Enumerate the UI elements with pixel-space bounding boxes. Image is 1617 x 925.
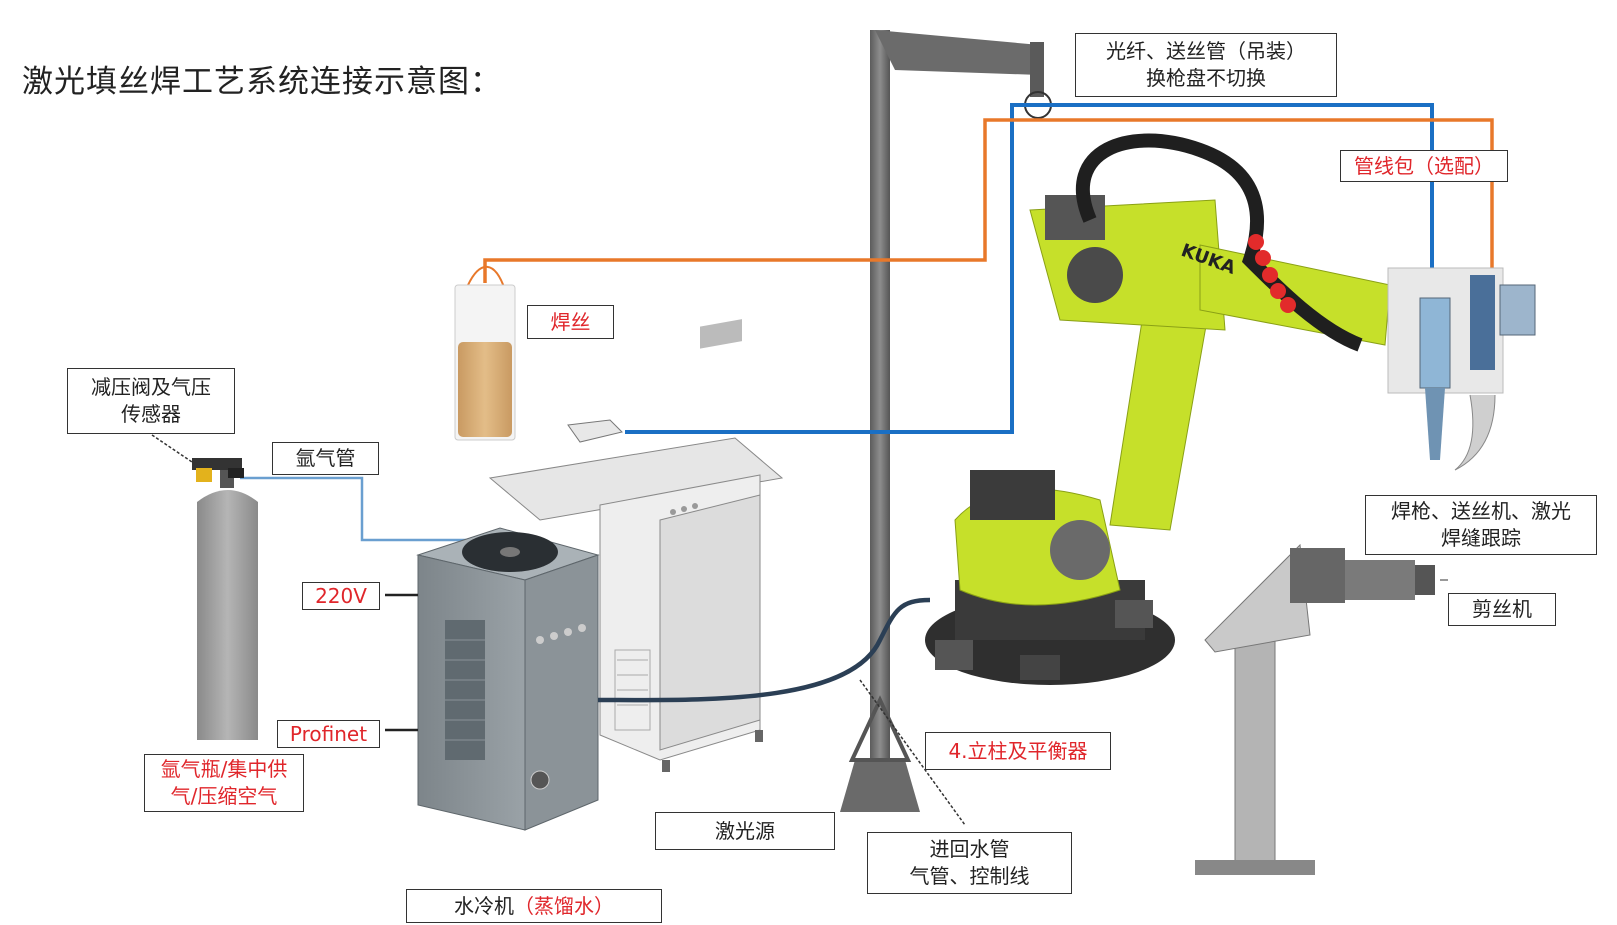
- wire-feed-line: [483, 118, 1494, 290]
- cable-pack-note: （选配）: [1414, 153, 1494, 178]
- chiller-text: 水冷机: [454, 893, 514, 918]
- fiber-label-line1: 光纤、送丝管（吊装）: [1106, 39, 1306, 63]
- power-220v-text: 220V: [315, 583, 367, 608]
- water-label-line2: 气管、控制线: [909, 864, 1030, 888]
- power-220v-label: 220V: [302, 582, 380, 610]
- welding-head: [1387, 267, 1536, 471]
- wire-label: 焊丝: [527, 305, 614, 339]
- robot: [925, 133, 1391, 685]
- water-pipe-label: 进回水管 气管、控制线: [867, 832, 1072, 894]
- column-label: 4.立柱及平衡器: [925, 732, 1111, 770]
- torch-label-line1: 焊枪、送丝机、激光: [1391, 499, 1571, 523]
- cable-pack-label: 管线包 （选配）: [1340, 150, 1508, 182]
- column-balancer: [840, 30, 1052, 812]
- cutter-label: 剪丝机: [1448, 593, 1556, 626]
- wire-spool: [454, 265, 516, 441]
- fiber-label-line2: 换枪盘不切换: [1146, 66, 1266, 90]
- wire-text: 焊丝: [550, 309, 591, 334]
- valve-label-line1: 减压阀及气压: [91, 375, 211, 399]
- cable-pack-text: 管线包: [1354, 153, 1414, 178]
- water-chiller: [385, 527, 600, 831]
- torch-label-line2: 焊缝跟踪: [1441, 526, 1521, 550]
- argon-pipe-line: [240, 476, 478, 542]
- argon-cylinder: [192, 458, 258, 740]
- profinet-text: Profinet: [289, 721, 368, 746]
- argon-pipe-text: 氩气管: [295, 446, 356, 470]
- chiller-label: 水冷机 （蒸馏水）: [406, 889, 662, 923]
- valve-label-line2: 传感器: [121, 402, 181, 426]
- cutter-text: 剪丝机: [1472, 597, 1532, 621]
- laser-source-label: 激光源: [655, 812, 835, 850]
- cylinder-label-line1: 氩气瓶/集中供: [160, 757, 288, 781]
- torch-label: 焊枪、送丝机、激光 焊缝跟踪: [1365, 495, 1597, 555]
- wire-cutter: [1195, 543, 1435, 875]
- water-label-line1: 进回水管: [929, 837, 1010, 861]
- argon-pipe-label: 氩气管: [272, 442, 379, 475]
- profinet-label: Profinet: [277, 720, 380, 748]
- valve-label: 减压阀及气压 传感器: [67, 368, 235, 434]
- laser-source-text: 激光源: [715, 818, 775, 843]
- valve-pointer: [151, 434, 193, 463]
- page-title: 激光填丝焊工艺系统连接示意图：: [22, 64, 502, 100]
- column-text: 4.立柱及平衡器: [948, 738, 1088, 763]
- chiller-note: （蒸馏水）: [514, 893, 614, 918]
- water-hose: [597, 597, 931, 703]
- cylinder-label-line2: 气/压缩空气: [170, 784, 278, 808]
- laser-source: [488, 319, 784, 772]
- cylinder-label: 氩气瓶/集中供 气/压缩空气: [144, 754, 304, 812]
- fiber-label: 光纤、送丝管（吊装） 换枪盘不切换: [1075, 33, 1337, 97]
